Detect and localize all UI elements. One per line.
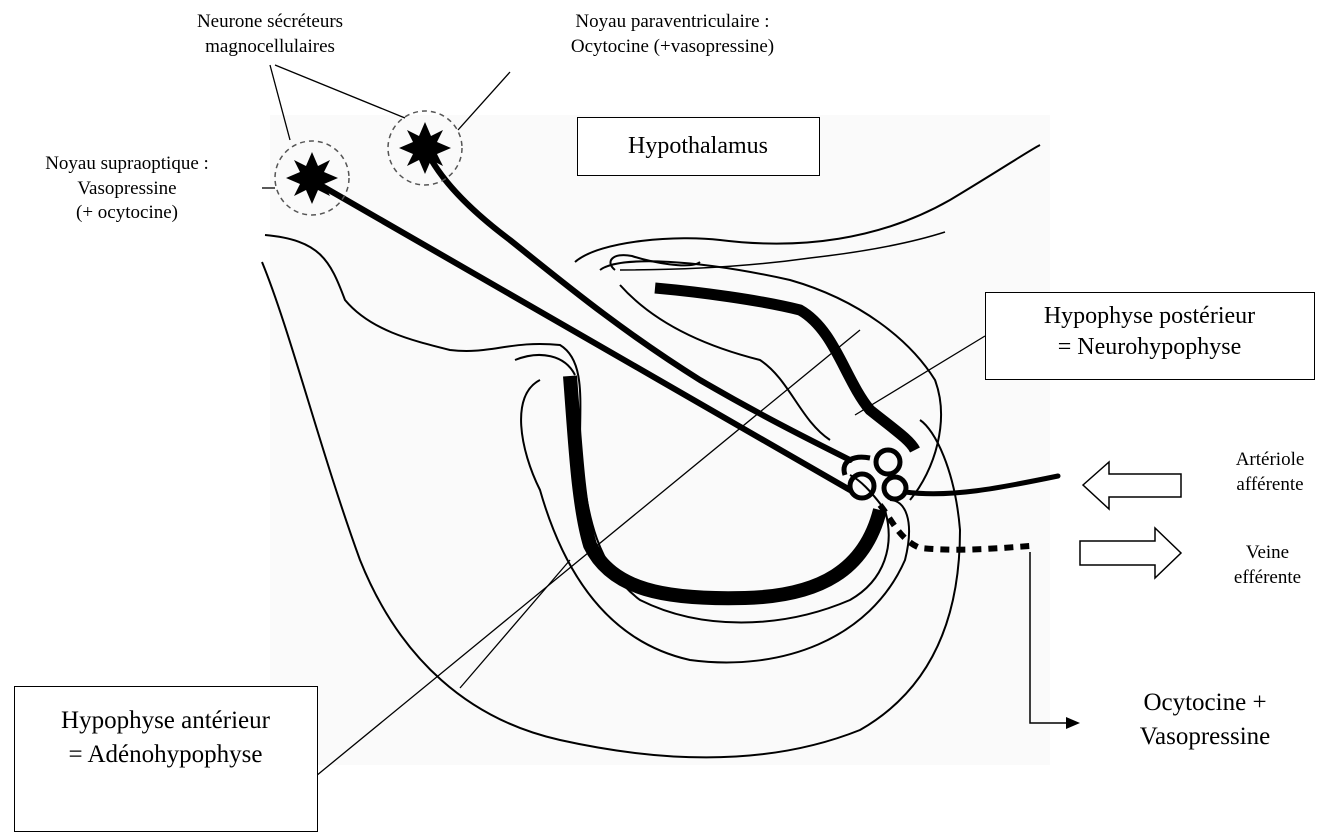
arteriole-label-line2: afférente <box>1210 473 1330 498</box>
paraventriculaire-label: Noyau paraventriculaire : Ocytocine (+va… <box>505 10 840 59</box>
adenohypophyse-label: Hypophyse antérieur = Adénohypophyse <box>15 704 316 772</box>
efferent-arrow <box>1080 528 1181 578</box>
neurohypophyse-label: Hypophyse postérieur = Neurohypophyse <box>986 301 1313 363</box>
output-label: Ocytocine + Vasopressine <box>1105 686 1305 754</box>
paraventriculaire-label-line2: Ocytocine (+vasopressine) <box>505 35 840 60</box>
veine-label-line2: efférente <box>1205 566 1330 591</box>
output-label-line2: Vasopressine <box>1105 720 1305 754</box>
neurohypophyse-label-line2: = Neurohypophyse <box>986 332 1313 363</box>
output-label-line1: Ocytocine + <box>1105 686 1305 720</box>
adenohypophyse-box: Hypophyse antérieur = Adénohypophyse <box>14 686 318 832</box>
arteriole-label: Artériole afférente <box>1210 448 1330 497</box>
neurone-label-line2: magnocellulaires <box>160 35 380 60</box>
supraoptique-label-line3: (+ ocytocine) <box>0 201 254 226</box>
hypothalamus-box: Hypothalamus <box>577 117 820 176</box>
veine-label: Veine efférente <box>1205 541 1330 590</box>
adenohypophyse-label-line2: = Adénohypophyse <box>15 738 316 772</box>
paraventriculaire-label-line1: Noyau paraventriculaire : <box>505 10 840 35</box>
supraoptique-label-line1: Noyau supraoptique : <box>0 152 254 177</box>
neurohypophyse-box: Hypophyse postérieur = Neurohypophyse <box>985 292 1315 380</box>
neurone-label-line1: Neurone sécréteurs <box>160 10 380 35</box>
background-shading <box>270 115 1050 765</box>
adenohypophyse-label-line1: Hypophyse antérieur <box>15 704 316 738</box>
neurone-label: Neurone sécréteurs magnocellulaires <box>160 10 380 59</box>
afferent-arrow <box>1083 462 1181 509</box>
neurohypophyse-label-line1: Hypophyse postérieur <box>986 301 1313 332</box>
supraoptique-label-line2: Vasopressine <box>0 177 254 202</box>
output-arrowhead <box>1066 717 1080 729</box>
hypothalamus-label: Hypothalamus <box>578 131 818 162</box>
arteriole-label-line1: Artériole <box>1210 448 1330 473</box>
veine-label-line1: Veine <box>1205 541 1330 566</box>
supraoptique-label: Noyau supraoptique : Vasopressine (+ ocy… <box>0 152 254 226</box>
